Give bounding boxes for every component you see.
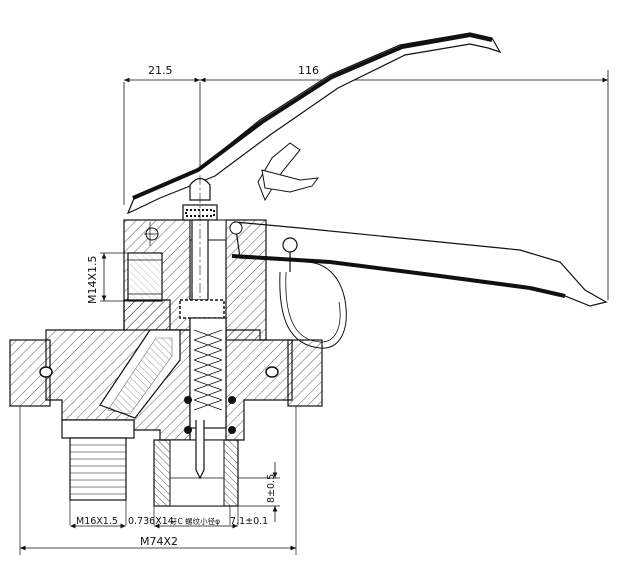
dim-top-left: 21.5 xyxy=(148,64,173,77)
dim-top-right: 116 xyxy=(298,64,319,77)
bottom-left-fitting xyxy=(61,419,135,525)
dim-side-thread: M14X1.5 xyxy=(86,255,99,304)
valve-body xyxy=(45,299,293,441)
valve-stem xyxy=(179,175,225,500)
upper-lever xyxy=(126,32,502,215)
dim-bottom-note: 牙C 螺纹小径φ xyxy=(170,516,220,526)
dim-bottom-right: 7.1±0.1 xyxy=(230,516,268,527)
dim-bottom-thread-left: M16X1.5 xyxy=(76,516,118,527)
bottom-right-fitting xyxy=(153,420,280,525)
bottom-dimension-group xyxy=(20,523,296,551)
top-dimension-group xyxy=(123,70,609,300)
lower-lever xyxy=(231,221,608,349)
dim-bottom-overall: M74X2 xyxy=(140,535,178,548)
dim-bottom-mid: 0.736X14 xyxy=(128,516,174,527)
side-port xyxy=(100,252,163,302)
dim-gap: 8±0.5 xyxy=(266,474,277,503)
flange-nut xyxy=(9,339,323,555)
valve-head xyxy=(123,219,267,341)
